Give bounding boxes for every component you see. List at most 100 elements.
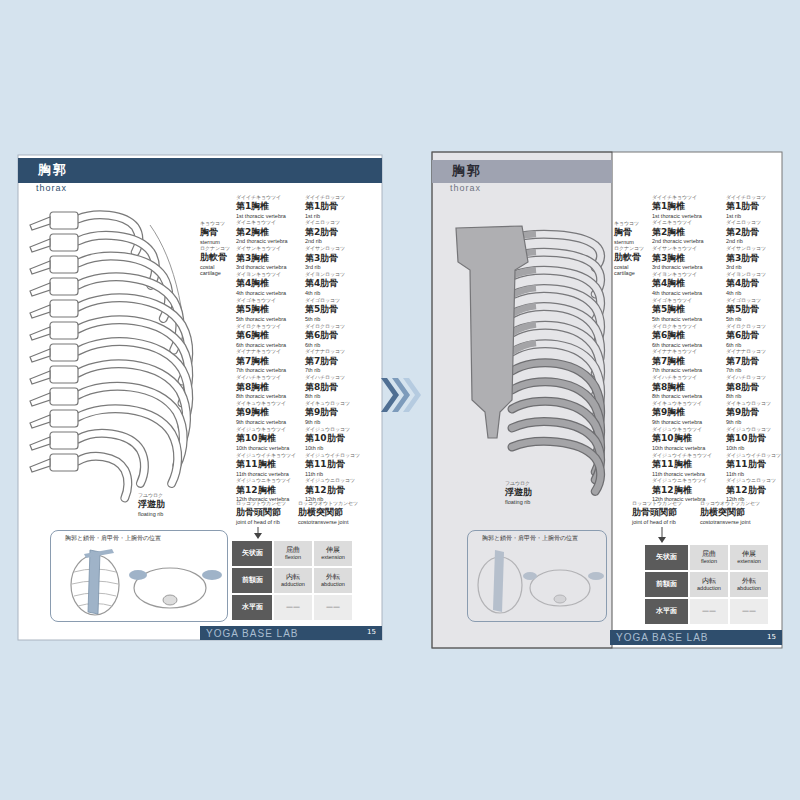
- reading-kana: ロクナンコツ: [200, 247, 230, 252]
- reading-kana: ダイニロッコツ: [726, 221, 761, 226]
- cell-text: flexion: [285, 554, 301, 560]
- down-arrow: [662, 527, 663, 538]
- reading-kana: ダイロクロッコツ: [726, 325, 766, 330]
- term-japanese: 第12胸椎: [236, 486, 276, 496]
- overlay-panel: [432, 152, 612, 648]
- reading-kana: ダイロクキョウツイ: [652, 325, 697, 330]
- reading-kana: ダイイチロッコツ: [305, 196, 345, 201]
- term-japanese: 第10胸椎: [236, 434, 276, 444]
- vertebra-top: [163, 595, 177, 605]
- term-japanese: 第4肋骨: [726, 279, 759, 289]
- term-english: 3rd rib: [726, 264, 742, 270]
- reading-kana: ダイゴロッコツ: [726, 299, 761, 304]
- term-english: 2nd thoracic vertebra: [236, 238, 288, 244]
- term-english: 8th rib: [305, 393, 320, 399]
- term-english: 1st rib: [726, 213, 741, 219]
- reading-kana: ロッコツトウカンセツ: [236, 502, 286, 507]
- term-english: 6th rib: [726, 342, 741, 348]
- table-header-cell: 前額面: [232, 568, 272, 593]
- term-english: 7th thoracic vertebra: [236, 367, 286, 373]
- table-cell: 屈曲flexion: [274, 541, 312, 566]
- term-japanese: 第4胸椎: [236, 279, 269, 289]
- term-english: costal cartilage: [200, 264, 234, 276]
- term-japanese: 第6肋骨: [726, 331, 759, 341]
- reading-kana: ダイイチキョウツイ: [236, 196, 281, 201]
- term-japanese: 第8胸椎: [652, 383, 685, 393]
- heading: 胸郭: [452, 164, 482, 178]
- term-english: 7th thoracic vertebra: [652, 367, 702, 373]
- term-japanese: 第9胸椎: [652, 408, 685, 418]
- term-japanese: 肋軟骨: [614, 253, 641, 263]
- cell-text: 屈曲: [286, 547, 300, 555]
- reading-kana: ダイニキョウツイ: [236, 221, 276, 226]
- term-english: 4th thoracic vertebra: [652, 290, 702, 296]
- reading-kana: ダイジュウニキョウツイ: [236, 479, 291, 484]
- reading-kana: ダイハチロッコツ: [726, 376, 766, 381]
- reading-kana: ダイジュウロッコツ: [726, 428, 771, 433]
- cell-text: flexion: [701, 558, 717, 564]
- table-header-cell: 前額面: [645, 572, 688, 597]
- term-english: 4th rib: [726, 290, 741, 296]
- term-japanese: 第12肋骨: [305, 486, 345, 496]
- term-english: 11th rib: [726, 471, 744, 477]
- reading-kana: ダイキュウキョウツイ: [652, 402, 702, 407]
- reading-kana: ダイジュウニキョウツイ: [652, 479, 707, 484]
- reading-kana: ダイジュウイチキョウツイ: [652, 454, 712, 459]
- term-japanese: 第1胸椎: [236, 202, 269, 212]
- inset-panel: 胸郭と鎖骨・肩甲骨・上腕骨の位置: [467, 530, 607, 622]
- term-english: 7th rib: [305, 367, 320, 373]
- table-empty-cell: ——: [314, 595, 352, 620]
- table-header-cell: 矢状面: [645, 545, 688, 570]
- reading-kana: ダイイチロッコツ: [726, 196, 766, 201]
- footer-band: YOGA BASE LAB15: [610, 630, 782, 645]
- vertebra: [30, 410, 78, 428]
- table-cell: 伸展extension: [730, 545, 768, 570]
- term-english: 9th thoracic vertebra: [652, 419, 702, 425]
- chevron: [403, 378, 421, 412]
- term-english: costotransverse joint: [700, 519, 750, 525]
- term-japanese: 第10胸椎: [652, 434, 692, 444]
- reading-kana: キョウコツ: [200, 222, 225, 227]
- term-english: 9th thoracic vertebra: [236, 419, 286, 425]
- term-english: costal cartilage: [614, 264, 648, 276]
- term-english: 5th rib: [305, 316, 320, 322]
- term-japanese: 第11胸椎: [652, 460, 692, 470]
- vertebra: [30, 344, 78, 362]
- title-band: 胸郭thorax: [18, 158, 382, 183]
- reading-kana: ダイキュウキョウツイ: [236, 402, 286, 407]
- reading-kana: キョウコツ: [614, 222, 639, 227]
- reading-kana: ダイヨンロッコツ: [305, 273, 345, 278]
- cell-text: ——: [326, 604, 340, 612]
- page-number: 15: [367, 629, 376, 637]
- term-japanese: 肋横突関節: [700, 508, 745, 518]
- reading-kana: ダイヨンキョウツイ: [236, 273, 281, 278]
- cell-text: extension: [737, 558, 761, 564]
- reading-kana: ダイロクロッコツ: [305, 325, 345, 330]
- table-cell: 外転abduction: [314, 568, 352, 593]
- term-english: 1st thoracic vertebra: [236, 213, 286, 219]
- footer-band: YOGA BASE LAB15: [200, 626, 382, 640]
- term-english: 5th thoracic vertebra: [236, 316, 286, 322]
- term-japanese: 第2胸椎: [652, 228, 685, 238]
- reading-kana: ダイキュウロッコツ: [726, 402, 771, 407]
- term-japanese: 第2胸椎: [236, 228, 269, 238]
- table-header-cell: 矢状面: [232, 541, 272, 566]
- reading-kana: ダイハチロッコツ: [305, 376, 345, 381]
- term-english: 8th thoracic vertebra: [236, 393, 286, 399]
- table-empty-cell: ——: [730, 599, 768, 624]
- table-header-cell: 水平面: [232, 595, 272, 620]
- cell-text: 外転: [326, 574, 340, 582]
- cell-text: 前額面: [242, 577, 263, 585]
- shoulder: [129, 570, 147, 580]
- reading-kana: ダイジュウキョウツイ: [652, 428, 702, 433]
- reading-kana: ダイジュウニロッコツ: [305, 479, 355, 484]
- reading-kana: ダイジュウキョウツイ: [236, 428, 286, 433]
- right-page: [432, 152, 782, 648]
- term-english: 8th thoracic vertebra: [652, 393, 702, 399]
- arrow-head: [658, 537, 666, 543]
- table-cell: 内転adduction: [274, 568, 312, 593]
- reading-kana: ダイサンキョウツイ: [652, 247, 697, 252]
